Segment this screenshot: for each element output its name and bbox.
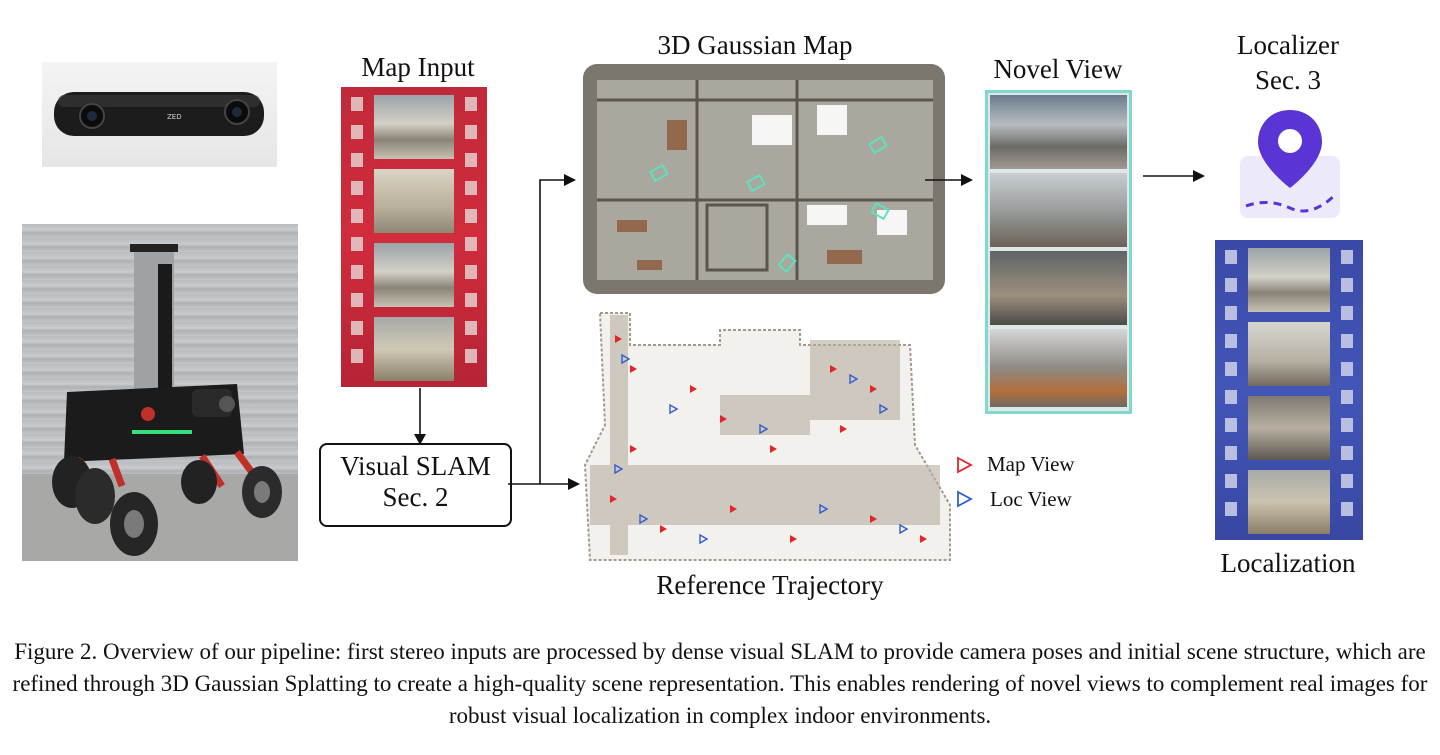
- arrow-icon: [414, 388, 426, 445]
- robot-photo: [22, 224, 298, 561]
- map-view-marker: [957, 456, 973, 474]
- localizer-label: Localizer: [1237, 30, 1339, 60]
- map-input-frame: [374, 243, 454, 307]
- localization-label: Localization: [1220, 548, 1356, 578]
- novel-view-label: Novel View: [993, 54, 1123, 84]
- legend-loc-view: Loc View: [990, 487, 1072, 511]
- gaussian-map-image: [577, 60, 951, 300]
- slam-arrows: [508, 174, 580, 490]
- novel-view-frame: [990, 251, 1127, 325]
- reference-trajectory-image: [570, 305, 960, 573]
- visual-slam-section: Sec. 2: [382, 482, 449, 513]
- robot-icon: [22, 244, 298, 561]
- legend-markers: [957, 456, 973, 508]
- localization-frame: [1248, 396, 1330, 460]
- novel-view-strip: [985, 90, 1132, 414]
- localization-film-holes: [1225, 250, 1353, 516]
- localization-frame: [1248, 470, 1330, 534]
- novel-view-frame: [990, 173, 1127, 247]
- map-input-film-strip: [341, 87, 487, 387]
- map-input-label: Map Input: [361, 52, 475, 82]
- figure-caption: Figure 2. Overview of our pipeline: firs…: [12, 639, 1428, 728]
- loc-view-marker: [957, 490, 973, 508]
- localization-frame: [1248, 248, 1330, 312]
- novel-view-frame: [990, 329, 1127, 407]
- novel-view-frame: [990, 95, 1127, 169]
- localization-frame: [1248, 322, 1330, 386]
- map-input-frame: [374, 317, 454, 381]
- localization-film-strip: [1215, 240, 1363, 540]
- reference-trajectory-label: Reference Trajectory: [656, 570, 884, 600]
- map-input-film-holes: [351, 97, 477, 363]
- visual-slam-box: Visual SLAM Sec. 2: [319, 443, 512, 527]
- zed-camera-photo: ZED: [42, 62, 277, 167]
- map-input-frame: [374, 169, 454, 233]
- legend-map-view: Map View: [987, 452, 1075, 476]
- zed-camera-icon: ZED: [54, 92, 264, 136]
- gaussian-map-label: 3D Gaussian Map: [657, 30, 853, 60]
- arrow-icon: [925, 174, 973, 186]
- localizer-section: Sec. 3: [1255, 65, 1321, 95]
- map-input-frame: [374, 95, 454, 159]
- zed-logo-text: ZED: [167, 113, 182, 121]
- location-pin-icon: [1240, 110, 1340, 218]
- visual-slam-title: Visual SLAM: [340, 451, 491, 481]
- arrow-icon: [1143, 170, 1205, 182]
